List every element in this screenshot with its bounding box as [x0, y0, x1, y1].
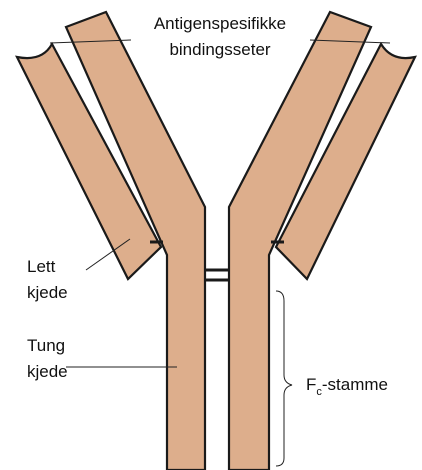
binding-sites-label-line2: bindingsseter	[169, 40, 270, 59]
fc-stem-label: Fc-stamme	[306, 375, 388, 398]
light-chain-label-line1: Lett	[27, 257, 56, 276]
fc-stem-brace	[276, 291, 292, 466]
heavy-chain-label-line2: kjede	[27, 362, 68, 381]
light-chain-label-line2: kjede	[27, 283, 68, 302]
heavy-chain-label-line1: Tung	[27, 336, 65, 355]
binding-sites-label-line1: Antigenspesifikke	[154, 14, 286, 33]
